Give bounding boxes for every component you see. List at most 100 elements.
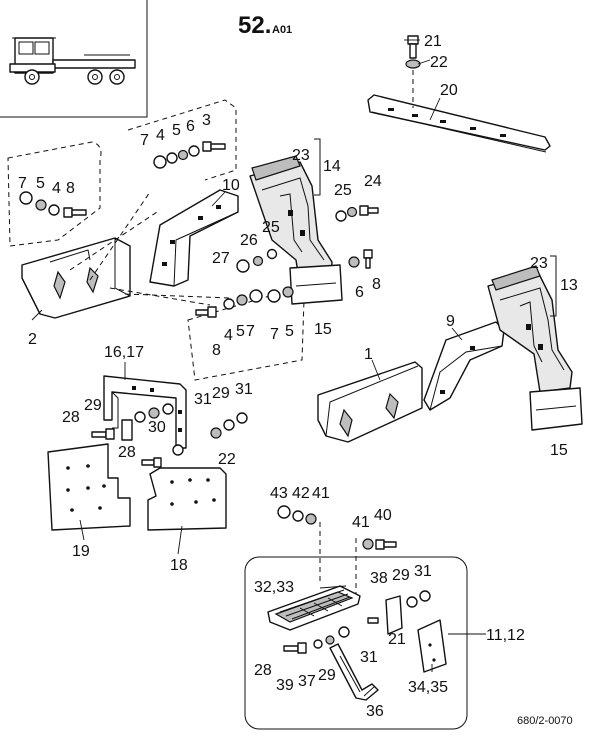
- hardware-26-27: [236, 248, 278, 273]
- washer-22: [405, 59, 421, 69]
- callout-40: 40: [374, 507, 392, 524]
- leader-lines: [31, 39, 486, 697]
- callout-29: 29: [318, 667, 336, 684]
- part-38-bracket: [367, 590, 431, 635]
- callout-41: 41: [312, 485, 330, 502]
- hardware-43-42-41: [277, 505, 317, 525]
- callout-7: 7: [18, 175, 27, 192]
- callout-10: 10: [222, 177, 240, 194]
- callout-18: 18: [170, 557, 188, 574]
- part-13-mudguard: [487, 265, 573, 393]
- hardware-top-middle: [153, 141, 226, 169]
- callout-19: 19: [72, 543, 90, 560]
- part-2-panel: [21, 237, 131, 319]
- callout-11-12: 11,12: [486, 627, 525, 644]
- callout-7: 7: [270, 326, 279, 343]
- callout-5: 5: [236, 323, 245, 340]
- part-19-plate: [47, 443, 131, 531]
- callout-22: 22: [218, 451, 236, 468]
- part-10-bracket: [149, 189, 239, 287]
- callout-30: 30: [148, 419, 166, 436]
- callout-labels: 21 22 20 7 4 5 6 3 7 5 4 8 10 23 14 25 2…: [18, 33, 578, 720]
- hardware-24-25: [335, 205, 379, 222]
- part-18-plate: [147, 467, 227, 531]
- callout-8: 8: [372, 276, 381, 293]
- part-34-35-plate: [417, 619, 447, 673]
- callout-15: 15: [550, 442, 568, 459]
- callout-32-33: 32,33: [254, 579, 294, 596]
- callout-13: 13: [560, 277, 578, 294]
- callout-5: 5: [172, 122, 181, 139]
- callout-6: 6: [355, 284, 364, 301]
- callout-6: 6: [186, 118, 195, 135]
- callout-7: 7: [140, 132, 149, 149]
- callout-3: 3: [202, 112, 211, 129]
- part-36-strap: [329, 643, 379, 701]
- callout-29: 29: [212, 385, 230, 402]
- page-subtitle: A01: [272, 24, 292, 36]
- callout-16-17: 16,17: [104, 344, 144, 361]
- callout-26: 26: [240, 232, 258, 249]
- callout-24: 24: [364, 173, 382, 190]
- callout-34-35: 34,35: [408, 679, 448, 696]
- callout-2: 2: [28, 331, 37, 348]
- part-15-flap-right: [529, 387, 583, 431]
- callout-21: 21: [424, 33, 442, 50]
- callout-31: 31: [360, 649, 378, 666]
- callout-39: 39: [276, 677, 294, 694]
- page-title: 52.: [238, 12, 271, 39]
- bolt-21: [407, 35, 419, 59]
- callout-8: 8: [66, 180, 75, 197]
- callout-28: 28: [118, 444, 136, 461]
- callout-31: 31: [235, 381, 253, 398]
- callout-25: 25: [262, 219, 280, 236]
- hardware-41-40: [362, 538, 397, 550]
- hardware-6-8: [348, 249, 373, 269]
- truck-icon: [9, 37, 136, 85]
- callout-8: 8: [212, 342, 221, 359]
- hardware-16-17: [91, 403, 248, 468]
- callout-29: 29: [392, 567, 410, 584]
- callout-14: 14: [323, 158, 341, 175]
- callout-29: 29: [84, 397, 102, 414]
- callout-9: 9: [446, 313, 455, 330]
- callout-25: 25: [334, 182, 352, 199]
- callout-36: 36: [366, 703, 384, 720]
- callout-31: 31: [414, 563, 432, 580]
- callout-23: 23: [292, 147, 310, 164]
- hardware-top-left: [19, 191, 87, 218]
- callout-7: 7: [246, 323, 255, 340]
- callout-21: 21: [388, 631, 406, 648]
- part-1-panel: [317, 361, 423, 443]
- part-15-flap: [289, 264, 343, 305]
- drawing-code: 680/2-0070: [517, 715, 573, 727]
- callout-31: 31: [194, 391, 212, 408]
- truck-inset: [0, 0, 148, 118]
- callout-28: 28: [254, 662, 272, 679]
- callout-43: 43: [270, 485, 288, 502]
- callout-5: 5: [36, 175, 45, 192]
- callout-1: 1: [364, 346, 373, 363]
- callout-4: 4: [224, 327, 233, 344]
- callout-4: 4: [156, 127, 165, 144]
- step-assembly-frame: [244, 556, 468, 730]
- part-32-33-step: [267, 585, 361, 631]
- callout-4: 4: [52, 180, 61, 197]
- part-16-17-bracket: [103, 375, 187, 449]
- part-9-bracket: [423, 321, 505, 411]
- callout-20: 20: [440, 82, 458, 99]
- callout-27: 27: [212, 250, 230, 267]
- callout-23: 23: [530, 255, 548, 272]
- callout-15: 15: [314, 321, 332, 338]
- callout-5: 5: [285, 323, 294, 340]
- part-20-bracket: [367, 94, 551, 153]
- callout-38: 38: [370, 570, 388, 587]
- callout-42: 42: [292, 485, 310, 502]
- callout-37: 37: [298, 673, 316, 690]
- callout-22: 22: [430, 54, 448, 71]
- callout-28: 28: [62, 409, 80, 426]
- hardware-28-39-37: [283, 626, 350, 654]
- hardware-bottom-cluster: [195, 286, 294, 318]
- callout-41: 41: [352, 514, 370, 531]
